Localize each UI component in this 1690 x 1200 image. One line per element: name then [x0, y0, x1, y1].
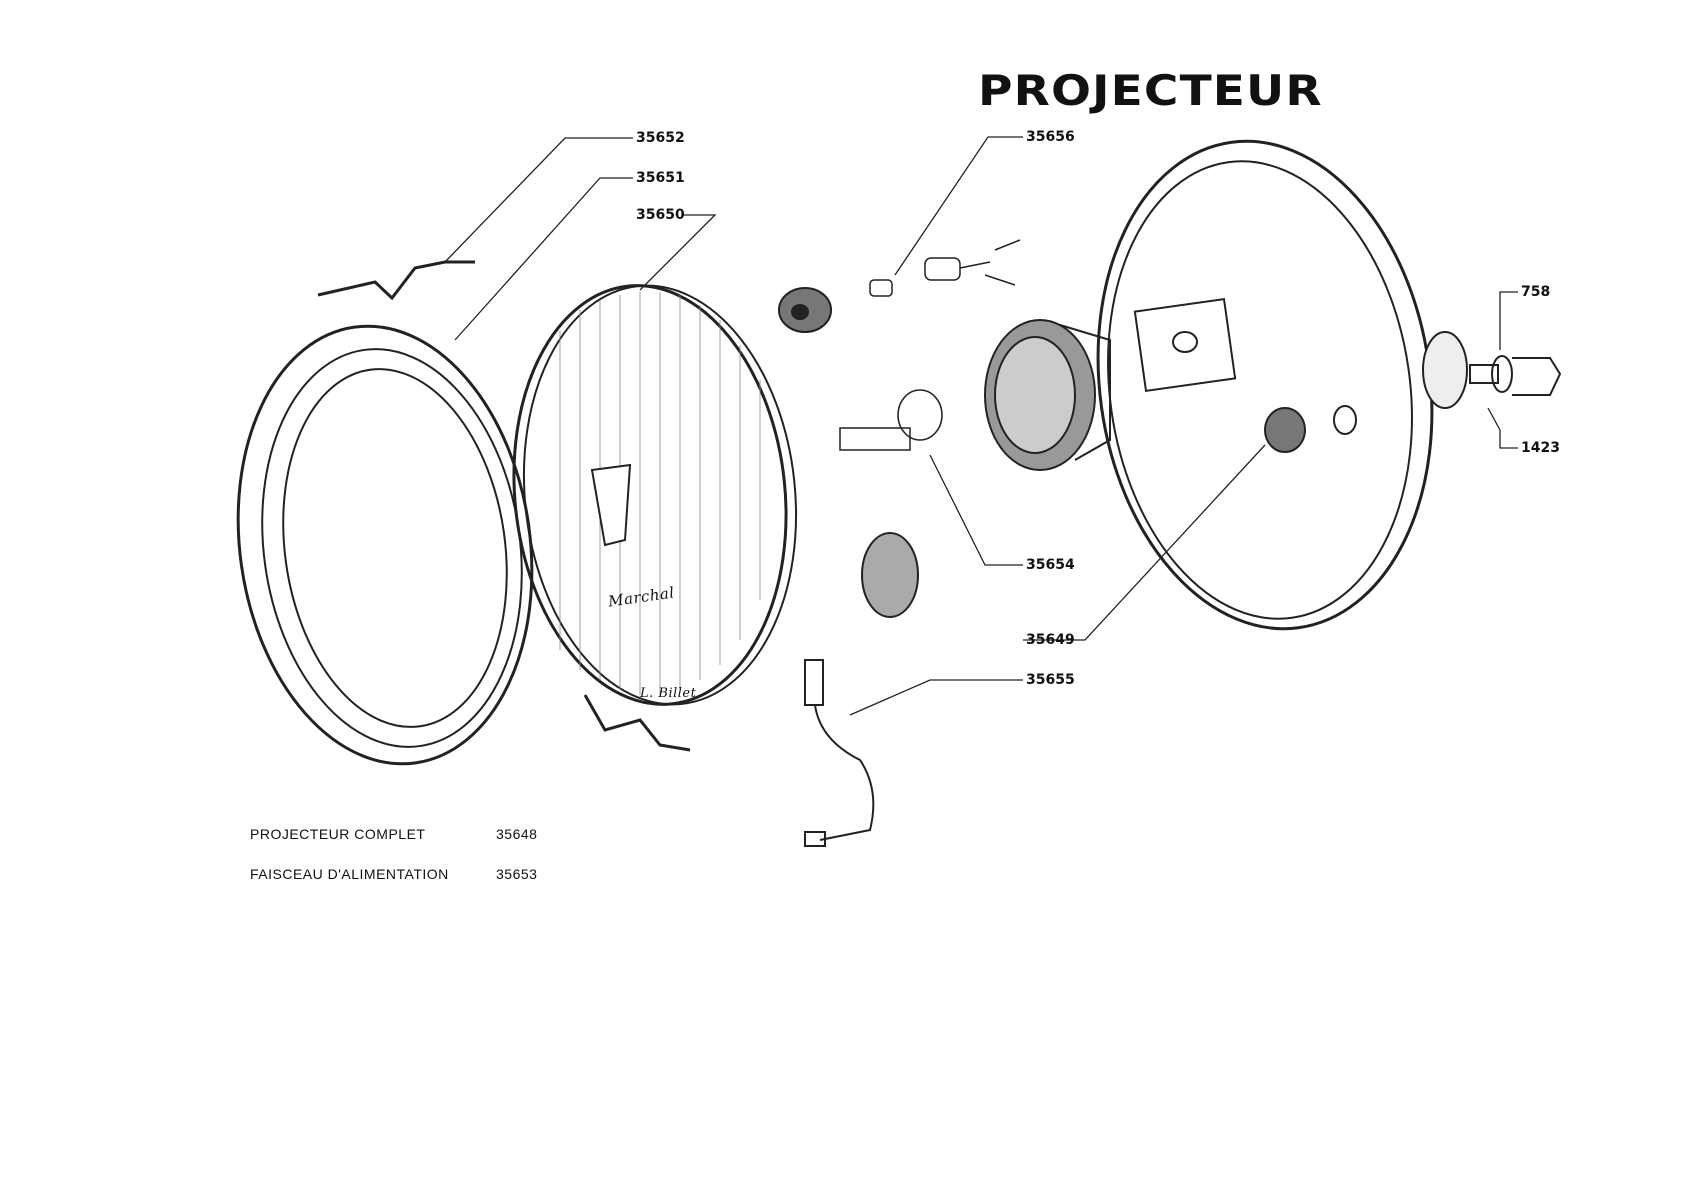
lens-35650	[512, 284, 798, 706]
callout-35650: 35650	[636, 207, 685, 223]
callout-35654: 35654	[1026, 557, 1075, 573]
harness-35655	[804, 659, 875, 847]
callout-35649: 35649	[1026, 632, 1075, 648]
part-name: PROJECTEUR COMPLET	[250, 826, 426, 842]
reflector	[984, 319, 1111, 471]
part-ref: 35653	[496, 866, 538, 882]
callout-35655: 35655	[1026, 672, 1075, 688]
part-name: FAISCEAU D'ALIMENTATION	[250, 866, 449, 882]
page-title: PROJECTEUR	[978, 66, 1323, 115]
callout-1423: 1423	[1521, 440, 1560, 456]
callout-758: 758	[1521, 284, 1551, 300]
bulb-35656	[869, 239, 1021, 297]
clip-lower	[583, 694, 691, 752]
leader-lines	[444, 136, 1518, 716]
part-ref: 35648	[496, 826, 538, 842]
clip-35652	[317, 260, 475, 301]
gasket	[861, 532, 919, 618]
rim-35651	[236, 324, 534, 766]
artist-signature: L. Billet	[640, 686, 697, 701]
callout-35651: 35651	[636, 170, 685, 186]
bulb-holder-35654	[839, 389, 943, 451]
callout-35656: 35656	[1026, 129, 1075, 145]
callout-35652: 35652	[636, 130, 685, 146]
housing-body	[1096, 139, 1468, 631]
bolt-758	[1469, 355, 1562, 396]
